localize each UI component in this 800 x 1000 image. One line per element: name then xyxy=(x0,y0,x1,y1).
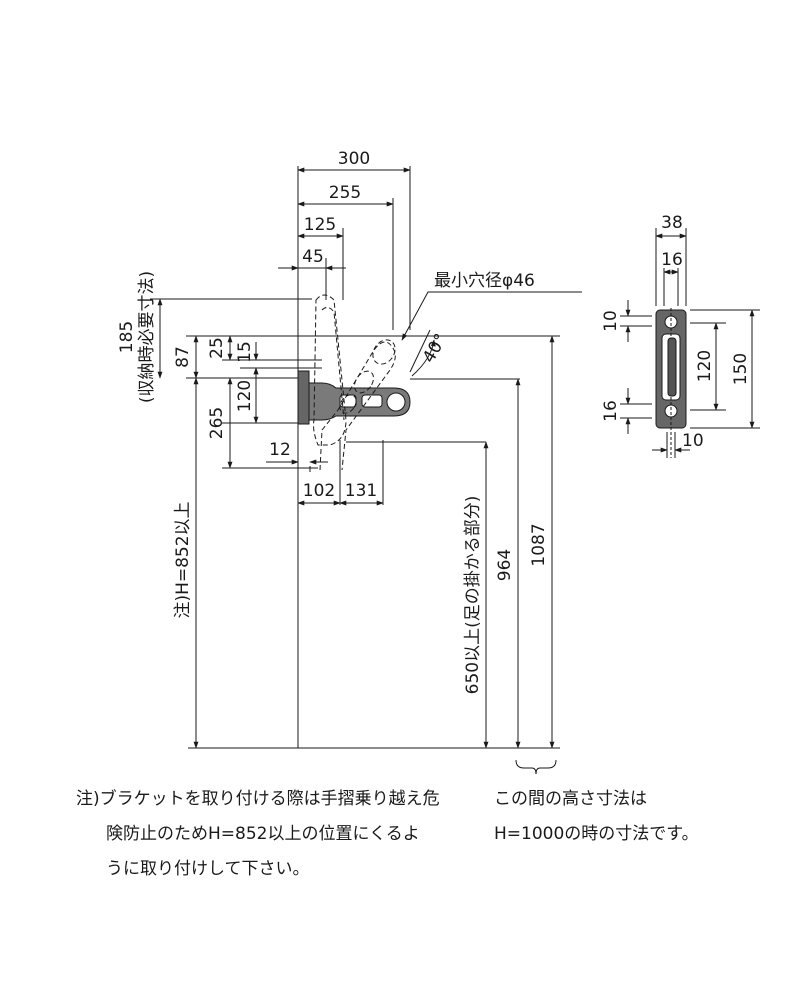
dim-12: 12 xyxy=(269,440,291,460)
dim-16-width: 16 xyxy=(661,250,683,270)
foot-label: 650以上(足の掛かる部分) xyxy=(463,496,483,695)
dim-87: 87 xyxy=(173,346,193,368)
bracket-front-labels: 38 16 10 10 16 120 150 xyxy=(601,213,751,451)
dim-185: 185 xyxy=(117,321,137,353)
dim-38: 38 xyxy=(661,213,683,233)
note-line-2: 険防止のためH=852以上の位置にくるよ xyxy=(106,824,420,844)
bracket-front-view xyxy=(620,228,760,458)
dim-964: 964 xyxy=(495,549,515,581)
dim-25: 25 xyxy=(207,337,227,359)
stow-note: (収納時必要寸法) xyxy=(137,271,157,403)
dim-15: 15 xyxy=(235,341,255,363)
dim-150: 150 xyxy=(731,353,751,385)
dim-300: 300 xyxy=(338,149,370,169)
dim-16-height: 16 xyxy=(601,400,621,422)
dim-1087: 1087 xyxy=(529,523,549,566)
wall-plate xyxy=(297,370,310,425)
dim-10-width: 10 xyxy=(682,431,704,451)
height-note-line-2: H=1000の時の寸法です。 xyxy=(494,824,699,844)
dim-45: 45 xyxy=(302,247,324,267)
hole-label: 最小穴径φ46 xyxy=(434,271,535,291)
dim-102: 102 xyxy=(303,481,335,501)
installation-note: 注)ブラケットを取り付ける際は手摺乗り越え危 険防止のためH=852以上の位置に… xyxy=(76,782,440,887)
side-view xyxy=(150,166,560,749)
dimension-lines xyxy=(157,167,582,775)
height-note-line-1: この間の高さ寸法は xyxy=(494,789,647,809)
height-note: この間の高さ寸法は H=1000の時の寸法です。 xyxy=(494,782,699,852)
side-view-labels: 300 255 125 45 12 102 131 最小穴径φ46 40° 18… xyxy=(117,149,549,694)
dim-120: 120 xyxy=(235,380,255,412)
dim-255: 255 xyxy=(329,183,361,203)
dim-10-height: 10 xyxy=(601,310,621,332)
handrail-bracket-side xyxy=(297,294,411,471)
note-line-1: 注)ブラケットを取り付ける際は手摺乗り越え危 xyxy=(76,789,440,809)
screw-hole-top xyxy=(664,315,678,329)
h-852-label: 注)H=852以上 xyxy=(173,501,193,618)
bracket-arm xyxy=(308,382,411,421)
dim-131: 131 xyxy=(345,481,377,501)
screw-hole-bottom xyxy=(664,404,678,418)
dim-125: 125 xyxy=(304,215,336,235)
note-line-3: うに取り付けして下さい。 xyxy=(106,859,310,879)
dim-120-bracket: 120 xyxy=(695,350,715,382)
dim-265: 265 xyxy=(207,407,227,439)
